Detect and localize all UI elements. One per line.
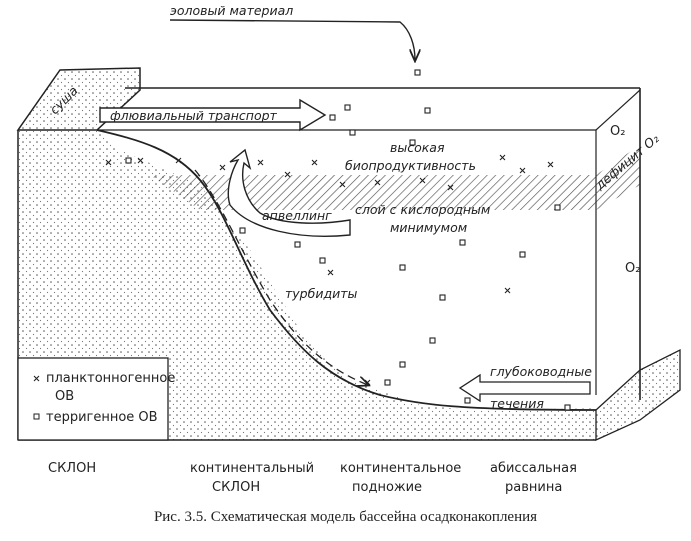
terrigenous-square: [439, 294, 446, 301]
upwelling-label: апвеллинг: [262, 208, 332, 223]
legend-terrigenous-icon: [33, 413, 40, 420]
label-cont-slope-1: континентальный: [190, 461, 314, 476]
high-bio-label-2: биопродуктивность: [345, 158, 476, 173]
plankton-x: [499, 154, 506, 161]
plankton-x: [284, 171, 291, 178]
water-body: [18, 87, 641, 410]
terrigenous-square: [399, 264, 406, 271]
terrigenous-square: [294, 241, 301, 248]
aeolian-arrow: [169, 19, 415, 60]
legend-plankton-label-1: планктонногенное: [46, 371, 175, 386]
plankton-x: [311, 159, 318, 166]
terrigenous-square: [519, 251, 526, 258]
fluvial-label: флювиальный транспорт: [110, 108, 278, 123]
legend-plankton-label-2: ОВ: [55, 389, 74, 404]
label-cont-rise-2: подножие: [352, 480, 422, 495]
plankton-x: [374, 179, 381, 186]
plankton-x: [364, 379, 371, 386]
upwelling-arrow: [227, 148, 351, 237]
fluvial-arrow: [99, 98, 327, 132]
plankton-x: [447, 184, 454, 191]
terrigenous-square: [239, 227, 246, 234]
aeolian-label: эоловый материал: [170, 3, 293, 18]
plankton-x: [219, 164, 226, 171]
plankton-x: [519, 167, 526, 174]
terrigenous-square: [399, 361, 406, 368]
terrigenous-square: [564, 404, 571, 411]
terrigenous-square: [319, 257, 326, 264]
terrigenous-square: [464, 397, 471, 404]
plankton-x: [257, 159, 264, 166]
deep-currents-label-1: глубоководные: [490, 364, 592, 379]
terrigenous-square: [384, 379, 391, 386]
terrigenous-square: [554, 204, 561, 211]
plankton-x: [419, 177, 426, 184]
hatched-side-band: [596, 145, 640, 210]
terrigenous-square: [344, 104, 351, 111]
legend-box: планктонногенное ОВ терригенное ОВ: [17, 357, 175, 441]
plankton-x: [175, 157, 182, 164]
terrigenous-square: [429, 337, 436, 344]
terrigenous-square: [329, 114, 336, 121]
plankton-x: [105, 159, 112, 166]
legend-terrigenous-label: терригенное ОВ: [46, 410, 158, 425]
plankton-x: [504, 287, 511, 294]
plankton-x: [339, 181, 346, 188]
label-slope: СКЛОН: [48, 461, 96, 476]
terrigenous-square: [424, 107, 431, 114]
terrigenous-markers: [125, 69, 571, 411]
turbidites-label: турбидиты: [285, 286, 357, 301]
plankton-x: [327, 269, 334, 276]
plankton-markers: [105, 154, 554, 386]
figure-caption: Рис. 3.5. Схематическая модель бассейна …: [153, 509, 538, 525]
o2-deep-label: O₂: [625, 261, 640, 276]
o2-top-label: O₂: [610, 124, 625, 139]
turbidites-arrow: [194, 169, 368, 385]
terrigenous-square: [414, 69, 421, 76]
label-abyssal-2: равнина: [505, 480, 562, 495]
label-cont-slope-2: СКЛОН: [212, 480, 260, 495]
high-bio-label-1: высокая: [390, 140, 445, 155]
omz-label-2: минимумом: [390, 220, 467, 235]
terrigenous-square: [349, 129, 356, 136]
legend-plankton-icon: [33, 375, 40, 382]
plankton-x: [137, 157, 144, 164]
hatched-oxygen-deficit-band: [150, 175, 596, 210]
terrigenous-square: [409, 139, 416, 146]
plankton-x: [547, 161, 554, 168]
deep-currents-arrow: [458, 373, 591, 403]
deep-currents-label-2: течения: [490, 396, 544, 411]
terrigenous-square: [125, 157, 132, 164]
omz-label-1: слой с кислородным: [355, 202, 490, 217]
label-cont-rise-1: континентальное: [340, 461, 461, 476]
terrigenous-square: [459, 239, 466, 246]
label-abyssal-1: абиссальная: [490, 461, 577, 476]
